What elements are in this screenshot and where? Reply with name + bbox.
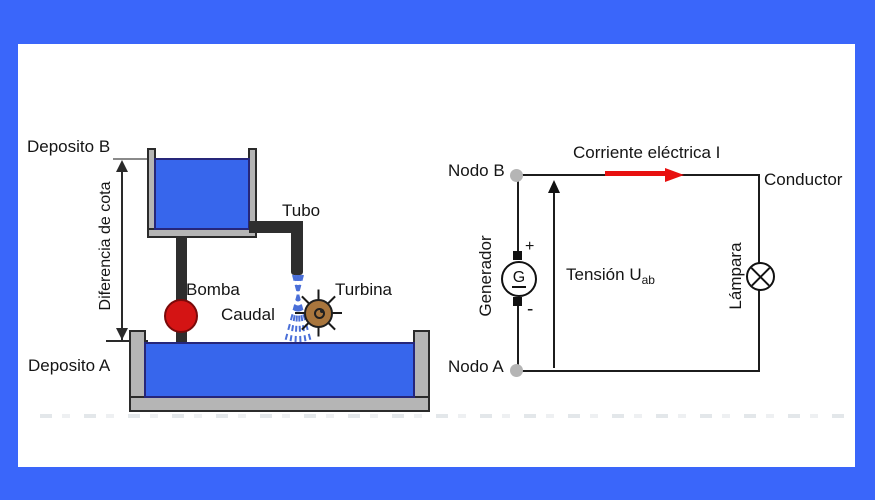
turbine-hub-dot [320, 309, 324, 313]
generator-letter: G [512, 269, 526, 286]
conductor-label: Conductor [764, 170, 843, 189]
pump-bomba [164, 299, 198, 333]
lamp-symbol [746, 262, 775, 291]
tension-arrow-head-icon [548, 180, 560, 193]
faded-caption-remnant [40, 414, 848, 418]
wire-generator-top [517, 175, 519, 253]
tension-label-text: Tensión U [566, 265, 642, 284]
generator-symbol: G [501, 261, 537, 297]
tank-a-bottom [129, 396, 430, 412]
wire-generator-bottom [517, 305, 519, 371]
generator-positive-terminal [513, 251, 522, 260]
turbine-body [304, 299, 333, 328]
lower-water-level-reference-line [106, 340, 148, 342]
generator-negative-terminal [513, 297, 522, 306]
diagram-canvas: Deposito B Deposito A Diferencia de cota… [18, 44, 855, 467]
current-arrow-head-icon [665, 167, 684, 182]
caudal-label: Caudal [221, 305, 275, 324]
tube-vertical [291, 221, 303, 275]
generator-plus-sign: + [525, 238, 535, 255]
tank-a-water [144, 342, 415, 398]
nodo-b-label: Nodo B [448, 161, 505, 180]
tank-b-water [154, 158, 250, 230]
corriente-electrica-label: Corriente eléctrica I [573, 143, 721, 162]
upper-water-level-reference-line [113, 158, 148, 160]
generator-underline [512, 286, 526, 288]
dimension-arrow-down-icon [116, 328, 128, 340]
node-b-dot [510, 169, 523, 182]
current-arrow-shaft [605, 171, 667, 176]
generador-label: Generador [476, 235, 495, 317]
nodo-a-label: Nodo A [448, 357, 504, 376]
height-dimension-line [121, 162, 123, 340]
turbine-hub [314, 308, 325, 319]
bomba-label: Bomba [186, 280, 240, 299]
node-a-dot [510, 364, 523, 377]
deposito-b-label: Deposito B [27, 137, 111, 156]
tension-subscript: ab [641, 273, 655, 287]
tension-label: Tensión Uab [566, 265, 655, 287]
tension-arrow-line [553, 184, 555, 368]
deposito-a-label: Deposito A [28, 356, 111, 375]
diferencia-de-cota-label: Diferencia de cota [97, 181, 114, 311]
tubo-label: Tubo [282, 201, 321, 220]
wire-bottom [517, 370, 760, 372]
dimension-arrow-up-icon [116, 160, 128, 172]
generator-minus-sign: - [527, 299, 534, 320]
tube-horizontal [249, 221, 303, 233]
turbina-label: Turbina [335, 280, 393, 299]
lampara-label: Lámpara [726, 242, 745, 310]
